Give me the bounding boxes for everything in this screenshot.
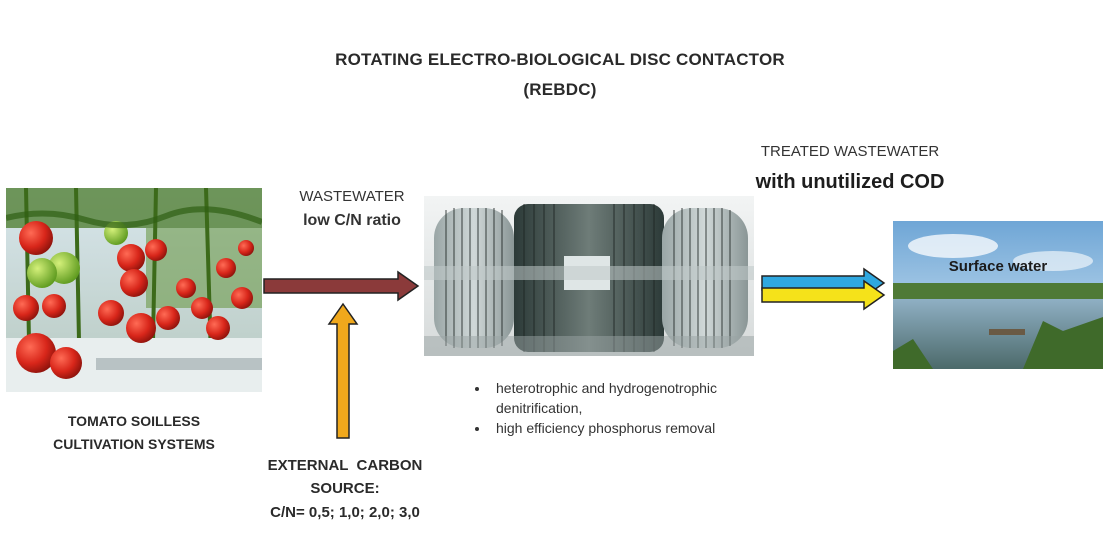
carbon-source-line1: EXTERNAL CARBON [267, 457, 423, 474]
diagram-title: ROTATING ELECTRO-BIOLOGICAL DISC CONTACT… [335, 50, 785, 69]
diagram-subtitle: (REBDC) [523, 80, 597, 99]
treated-water-arrow [761, 267, 886, 311]
carbon-cn-values: C/N= 0,5; 1,0; 2,0; 3,0 [270, 504, 420, 521]
treated-unutilized-cod: with unutilized COD [755, 171, 945, 193]
tomato-caption-line2: CULTIVATION SYSTEMS [53, 436, 215, 452]
carbon-source-arrow [327, 302, 359, 439]
tomato-photo [6, 188, 262, 392]
bullet-denitrification: heterotrophic and hydrogenotrophic denit… [490, 378, 770, 418]
wastewater-arrow [263, 270, 420, 302]
carbon-source-line2: SOURCE: [310, 480, 380, 497]
tomato-caption-line1: TOMATO SOILLESS [67, 413, 201, 429]
treated-wastewater-label: TREATED WASTEWATER [760, 143, 940, 160]
wastewater-label: WASTEWATER [299, 188, 405, 205]
surface-water-photo [893, 221, 1103, 369]
rebdc-reactor-photo [424, 196, 754, 356]
process-bullet-list: heterotrophic and hydrogenotrophic denit… [470, 378, 770, 438]
bullet-phosphorus-removal: high efficiency phosphorus removal [490, 418, 770, 438]
surface-water-label: Surface water [948, 258, 1048, 275]
wastewater-cn-ratio: low C/N ratio [303, 212, 401, 229]
